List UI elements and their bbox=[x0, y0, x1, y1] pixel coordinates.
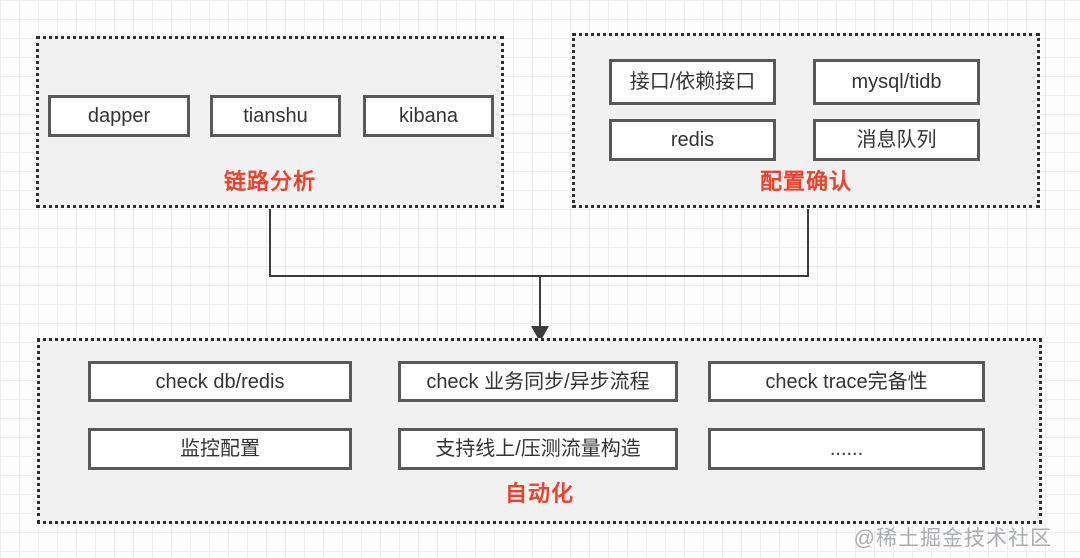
node-mysql-tidb: mysql/tidb bbox=[813, 59, 980, 105]
node-check-sync-async-flow: check 业务同步/异步流程 bbox=[398, 361, 678, 402]
node-message-queue: 消息队列 bbox=[813, 119, 980, 161]
node-tianshu: tianshu bbox=[210, 95, 341, 137]
node-redis: redis bbox=[609, 119, 776, 161]
node-monitor-config: 监控配置 bbox=[88, 428, 352, 470]
node-ellipsis-more: ...... bbox=[708, 428, 985, 470]
group-label-link-analysis: 链路分析 bbox=[223, 169, 316, 194]
node-kibana: kibana bbox=[363, 95, 494, 137]
node-dapper: dapper bbox=[48, 95, 190, 137]
group-config-confirm: 接口/依赖接口 mysql/tidb redis 消息队列 配置确认 bbox=[572, 33, 1040, 208]
node-api-dependency: 接口/依赖接口 bbox=[609, 59, 776, 105]
group-link-analysis: dapper tianshu kibana 链路分析 bbox=[36, 36, 504, 208]
node-traffic-construction: 支持线上/压测流量构造 bbox=[398, 428, 678, 470]
node-check-trace-completeness: check trace完备性 bbox=[708, 361, 985, 402]
group-label-automation: 自动化 bbox=[504, 481, 574, 506]
node-check-db-redis: check db/redis bbox=[88, 361, 352, 402]
group-automation: check db/redis check 业务同步/异步流程 check tra… bbox=[37, 338, 1042, 524]
group-label-config-confirm: 配置确认 bbox=[759, 169, 852, 194]
watermark: @稀土掘金技术社区 bbox=[853, 527, 1052, 550]
